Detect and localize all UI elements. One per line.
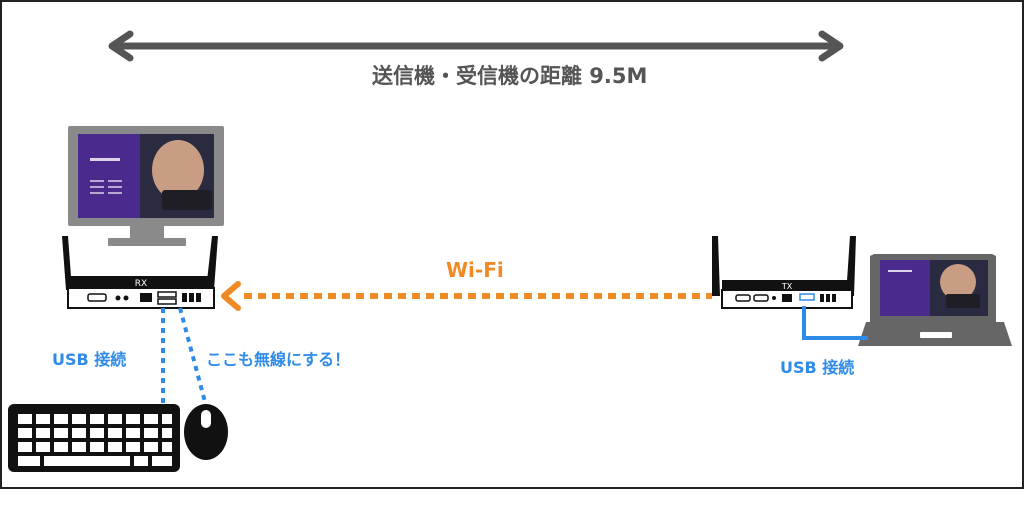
tx-antenna-left <box>712 236 720 296</box>
keyboard-icon <box>8 404 180 472</box>
monitor-icon <box>68 126 224 246</box>
laptop-icon <box>858 254 1012 346</box>
tx-device <box>712 236 856 309</box>
distance-arrow <box>108 30 844 62</box>
wifi-label: Wi-Fi <box>446 258 504 282</box>
wifi-arrow <box>221 281 712 311</box>
tx-label: TX <box>781 282 793 291</box>
usb-connection-label-right: USB 接続 <box>780 358 855 377</box>
rx-label: RX <box>135 279 147 289</box>
usb-cable-tx-laptop <box>802 306 868 340</box>
wireless-note-label: ここも無線にする！ <box>206 350 351 369</box>
rx-device <box>62 236 218 309</box>
usb-connection-label-left: USB 接続 <box>52 350 127 369</box>
usb-wire-mouse <box>178 307 207 403</box>
mouse-icon <box>184 404 228 460</box>
distance-label: 送信機・受信機の距離 9.5M <box>372 64 648 88</box>
